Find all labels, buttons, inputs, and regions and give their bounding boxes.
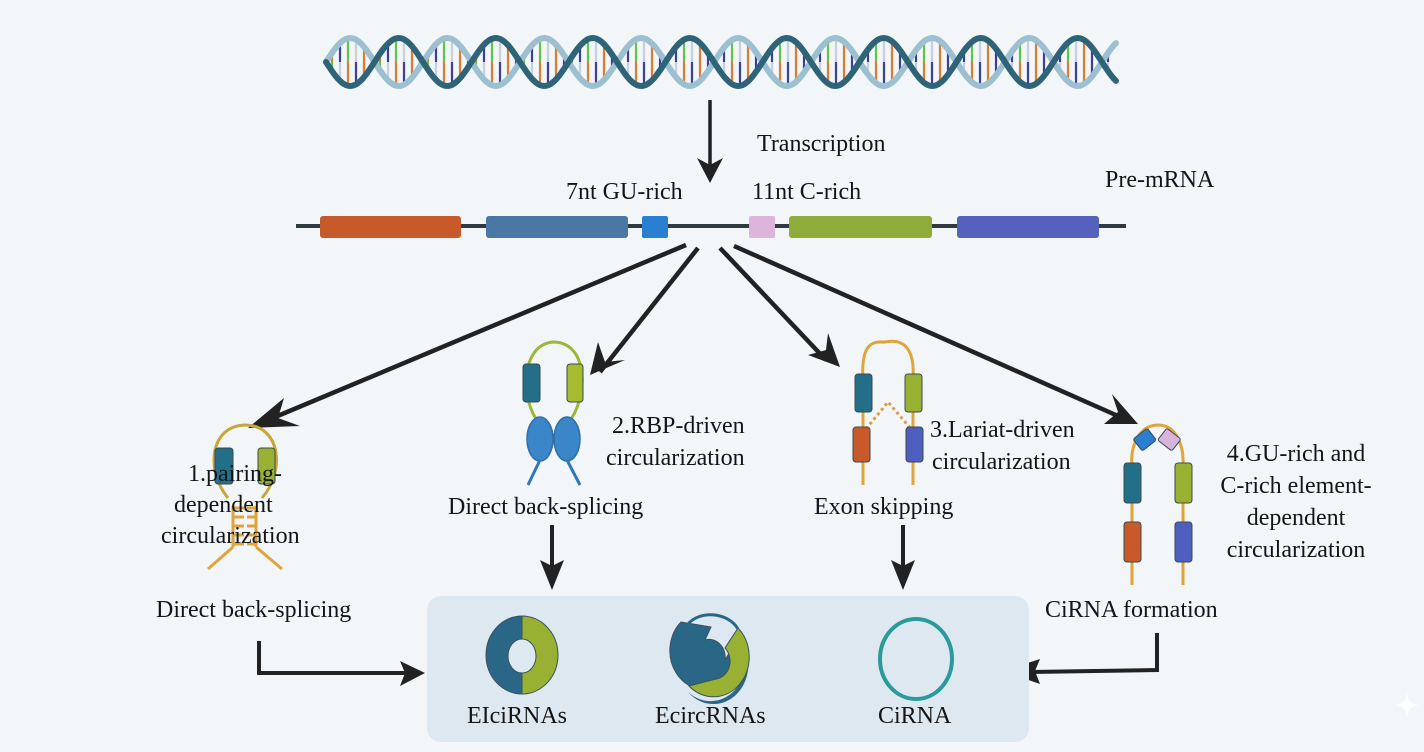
exon-orange xyxy=(1123,521,1142,563)
product-label-cirna: CiRNA xyxy=(878,703,952,729)
mechanism-4-structure xyxy=(1123,423,1193,585)
mechanism-4-process: CiRNA formation xyxy=(1045,597,1218,623)
mechanism-4-title: 4.GU-rich and C-rich element- dependent … xyxy=(1206,438,1386,566)
exon-indigo xyxy=(905,426,924,463)
mechanism-2-title-line: circularization xyxy=(606,445,745,471)
exon-indigo xyxy=(957,216,1099,238)
mechanism-1-title-line: 1.pairing- xyxy=(188,461,282,487)
mechanism-2-structure xyxy=(522,340,584,486)
mechanism-1-title-line: dependent xyxy=(174,492,273,518)
exon-green xyxy=(904,373,923,413)
exon-green xyxy=(789,216,932,238)
gu-rich-label: 7nt GU-rich xyxy=(566,179,683,205)
mechanism-1-title-line: circularization xyxy=(161,523,300,549)
down-arrow-mechanism-2 xyxy=(540,525,564,590)
mechanism-1-process: Direct back-splicing xyxy=(156,597,352,623)
dna-strand xyxy=(323,34,1119,90)
c-rich-element xyxy=(1157,428,1181,451)
transcription-arrow xyxy=(697,100,723,183)
mechanism-1-title: 1.pairing- dependent circularization xyxy=(161,459,300,552)
exon-green xyxy=(257,447,276,485)
exon-orange xyxy=(320,216,461,238)
exon-green xyxy=(566,363,584,403)
mechanism-2-process: Direct back-splicing xyxy=(448,494,644,520)
c-rich-label: 11nt C-rich xyxy=(752,179,862,205)
exon-indigo xyxy=(1174,521,1193,563)
mechanism-2-title: 2.RBP-driven circularization xyxy=(606,410,745,474)
mechanism-1-structure xyxy=(207,423,283,571)
transcription-label: Transcription xyxy=(757,131,886,157)
mechanism-3-process: Exon skipping xyxy=(814,494,954,520)
pre-mrna-strand xyxy=(296,216,1126,238)
mechanism-4-title-line: C-rich element- xyxy=(1220,473,1372,499)
exon-teal xyxy=(214,447,234,485)
gu-rich-element xyxy=(642,216,668,238)
arrow-to-mechanism-4 xyxy=(733,243,1119,419)
arrow-to-mechanism-2 xyxy=(598,246,700,374)
dna-strand xyxy=(323,34,1119,90)
exon-green xyxy=(1174,462,1193,504)
exon-teal xyxy=(854,373,873,413)
branch-arrows xyxy=(248,242,1138,428)
mechanism-3-title-line: circularization xyxy=(932,449,1071,475)
arrow-to-mechanism-1 xyxy=(267,242,687,423)
c-rich-element xyxy=(749,216,775,238)
exon-steel-blue xyxy=(486,216,628,238)
mechanism-3-title-line: 3.Lariat-driven xyxy=(930,417,1075,443)
product-label-ecircrnas: EcircRNAs xyxy=(655,703,766,729)
exon-teal xyxy=(1123,462,1142,504)
down-arrow-mechanism-3 xyxy=(891,525,915,590)
mechanism-4-title-line: 4.GU-rich and xyxy=(1226,441,1366,467)
rbp-protein-left xyxy=(526,416,554,462)
mechanism-3-structure xyxy=(852,339,924,485)
pre-mrna-label: Pre-mRNA xyxy=(1105,167,1215,193)
elbow-arrow-left xyxy=(257,641,425,686)
exon-orange xyxy=(852,426,871,463)
product-label-eicirnas: EIciRNAs xyxy=(467,703,567,729)
dna-double-helix-icon xyxy=(323,34,1119,90)
exon-teal xyxy=(522,363,541,403)
mechanism-4-title-line: dependent xyxy=(1246,505,1346,531)
mechanism-4-title-line: circularization xyxy=(1226,537,1366,563)
gu-rich-element xyxy=(1133,428,1157,451)
mechanism-2-title-line: 2.RBP-driven xyxy=(612,413,745,439)
mechanism-3-title: 3.Lariat-driven circularization xyxy=(930,414,1075,478)
rbp-protein-right xyxy=(553,416,581,462)
sparkle-icon xyxy=(1394,692,1420,718)
arrow-to-mechanism-3 xyxy=(718,246,828,362)
